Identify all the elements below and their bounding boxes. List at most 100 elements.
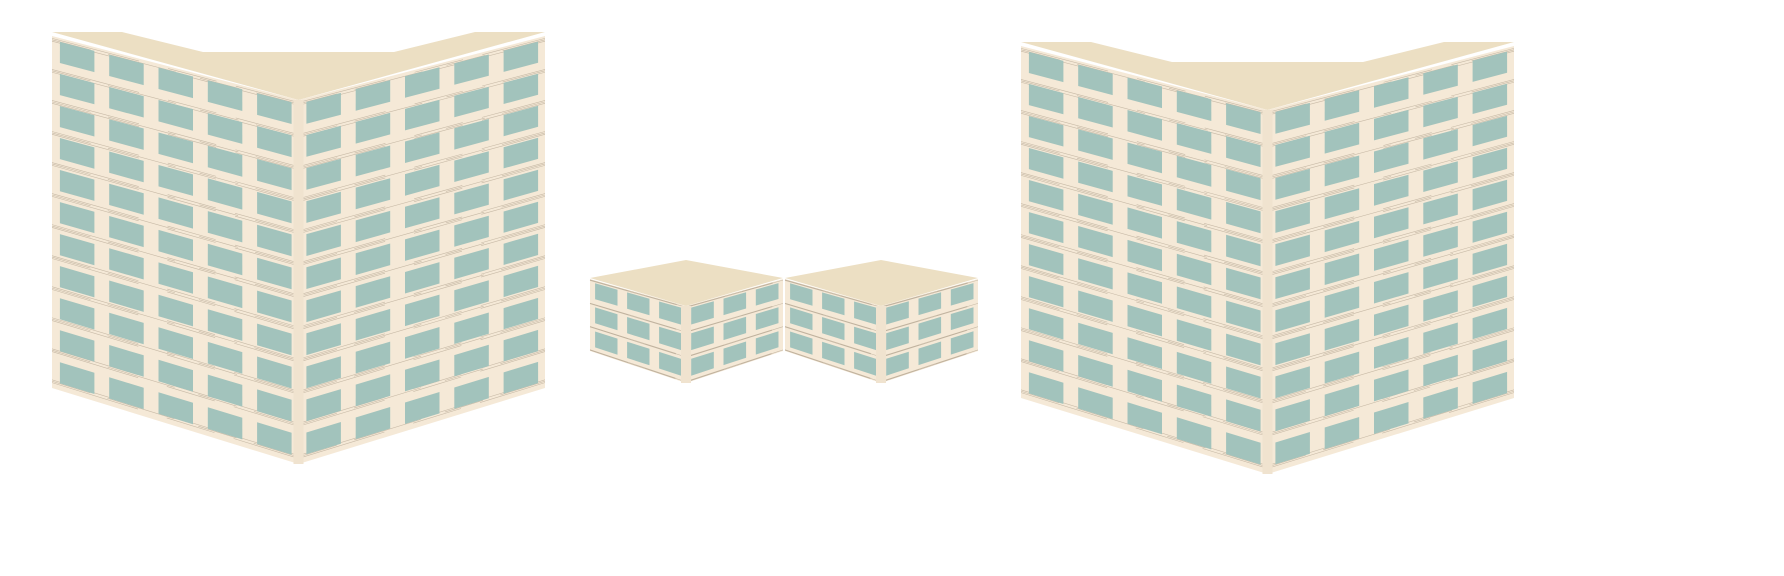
window [405,132,440,163]
window [59,234,95,266]
window [1324,90,1360,121]
floor-line [1267,299,1515,373]
window [918,341,942,366]
floor-line [51,227,299,299]
window [1275,135,1310,167]
window [503,265,539,298]
window [306,92,341,124]
window [306,224,341,256]
window [1078,129,1113,160]
window [1423,225,1458,257]
window [723,341,747,366]
window [405,164,440,196]
floor-line [1267,330,1515,405]
window [1374,239,1409,271]
window [1275,201,1310,233]
floor-line [1267,361,1515,437]
floor-line [51,38,299,103]
roof [590,260,783,306]
floor-line [1020,110,1268,177]
floor-line [51,351,299,427]
floor-line [298,70,546,137]
window [627,317,650,341]
floor-line [1267,266,1515,339]
floor-line [685,326,784,358]
window [1127,77,1162,109]
window [503,233,539,265]
window [109,216,144,248]
window [1275,333,1310,366]
window [1275,267,1310,299]
window [1176,123,1212,154]
floor-line [298,286,546,360]
floor-line [298,318,546,394]
window [1078,322,1113,355]
window [627,292,650,316]
window [1324,286,1360,318]
window [1127,142,1162,174]
floor-line [1267,265,1515,338]
floor-line [51,163,299,233]
window [109,312,144,345]
window [454,183,489,215]
window [405,392,440,424]
window [1472,339,1508,372]
floor-line [1267,328,1515,404]
window [1028,180,1064,211]
floor-line [1267,235,1515,307]
window [1324,122,1360,154]
floor-line [51,134,299,202]
window [1324,318,1360,351]
floor-line [51,225,299,297]
window [503,137,539,169]
floor-line [298,162,546,232]
window [1472,211,1508,243]
window [950,331,974,355]
window [207,374,243,407]
floor-line [1267,175,1515,245]
window [1226,333,1261,366]
floor-line [51,194,299,265]
window [405,99,440,131]
roof [1021,42,1514,110]
floor-line [51,256,299,329]
floor-line [1020,392,1268,469]
window [207,211,243,243]
window [1028,340,1064,372]
floor-line [51,289,299,363]
window [1374,207,1409,239]
window [1324,417,1360,450]
floor-line [1020,142,1268,211]
floor-line [298,101,546,169]
window [1472,51,1508,82]
roof [785,260,978,306]
window [1275,102,1310,134]
window [405,229,440,261]
floor-line [298,258,546,331]
floor-line [1267,206,1515,277]
window [109,377,144,410]
low-building-b [784,260,979,383]
floor-line [1020,112,1268,180]
floor-line [589,303,687,333]
window [1176,417,1212,450]
floor-line [1020,265,1268,338]
window [1275,300,1310,333]
floor-line [784,326,882,358]
window [158,262,193,294]
floor-line [1267,390,1515,468]
floor-line [1267,296,1515,370]
window [158,132,193,164]
window [950,283,974,306]
floor-line [298,287,546,361]
floor-line [1267,141,1515,210]
floor-line [298,317,546,392]
window [755,307,779,331]
window [1324,384,1360,417]
window [109,87,144,118]
floor-line [51,224,299,296]
window [659,326,682,351]
window [454,119,489,150]
floor-line [880,349,979,383]
window [1226,169,1261,201]
